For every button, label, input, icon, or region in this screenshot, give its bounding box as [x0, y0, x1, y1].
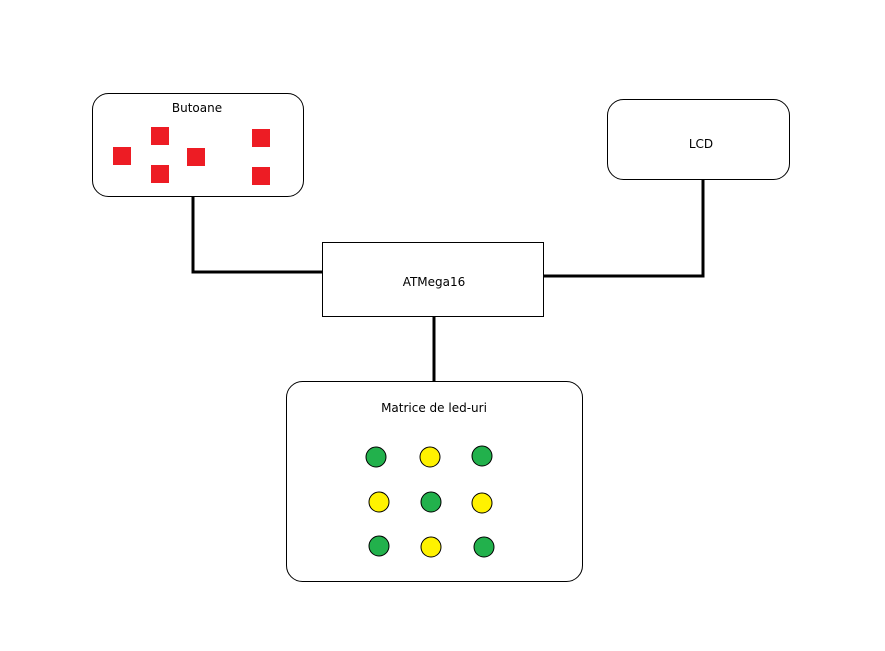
led-green	[365, 446, 387, 468]
mcu-block: ATMega16	[322, 242, 544, 317]
button-square	[151, 165, 169, 183]
mcu-block-label: ATMega16	[403, 275, 466, 289]
led-matrix-block-label: Matrice de led-uri	[381, 401, 487, 415]
button-square	[187, 148, 205, 166]
button-square	[151, 127, 169, 145]
button-square	[113, 147, 131, 165]
led-grid	[365, 445, 495, 558]
connections	[191, 180, 705, 382]
mcu-block-frame	[322, 242, 544, 317]
lcd-block-frame	[607, 99, 790, 180]
led-yellow	[471, 492, 493, 514]
led-matrix-block-frame	[286, 381, 583, 582]
button-square	[252, 167, 270, 185]
led-yellow	[420, 536, 442, 558]
led-green	[368, 535, 390, 557]
buttons-block-label: Butoane	[172, 101, 222, 115]
buttons-block-frame	[92, 93, 304, 197]
led-matrix-block: Matrice de led-uri	[286, 381, 583, 582]
button-square	[252, 129, 270, 147]
lcd-block: LCD	[607, 99, 790, 180]
edge-lcd-to-mcu	[543, 180, 705, 278]
led-green	[471, 445, 493, 467]
led-yellow	[419, 446, 441, 468]
buttons-block: Butoane	[92, 93, 304, 197]
lcd-block-label: LCD	[689, 137, 713, 151]
led-green	[420, 491, 442, 513]
edge-buttons-to-mcu	[191, 197, 322, 274]
led-yellow	[368, 491, 390, 513]
led-green	[473, 536, 495, 558]
button-squares	[113, 127, 270, 185]
